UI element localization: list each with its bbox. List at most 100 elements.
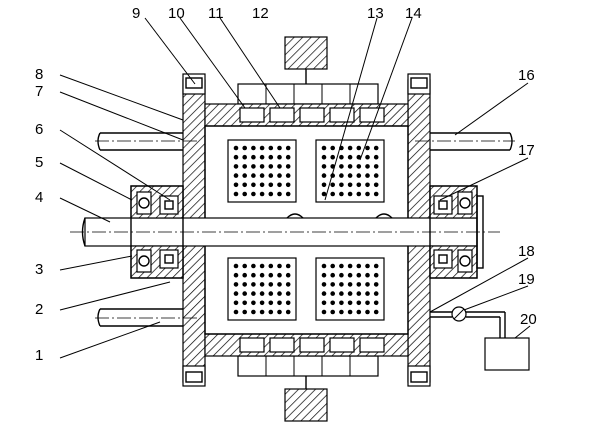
winding-dot	[321, 145, 327, 151]
callout-13: 13	[367, 5, 384, 22]
oil-tank	[484, 337, 530, 371]
winding-dot	[233, 191, 239, 197]
winding-dot	[373, 291, 379, 296]
winding-dot	[356, 182, 362, 188]
winding-dot	[259, 300, 265, 306]
callout-2: 2	[35, 301, 43, 318]
winding-dot	[365, 145, 370, 151]
winding-dot	[268, 173, 274, 178]
winding-dot	[321, 191, 327, 197]
winding-dot	[373, 182, 379, 188]
winding-dot	[233, 309, 239, 315]
winding-dot	[321, 164, 327, 169]
winding-dot	[339, 191, 344, 197]
winding-dot	[365, 191, 370, 197]
winding-dot	[285, 263, 291, 269]
winding-dot	[321, 291, 327, 296]
winding-dot	[251, 145, 256, 151]
return-pipe	[430, 311, 506, 338]
winding-dot	[365, 263, 370, 269]
winding-dot	[251, 182, 256, 188]
winding-dot	[259, 173, 265, 178]
winding-dot	[259, 164, 265, 169]
winding-dot	[365, 173, 370, 178]
callout-16: 16	[518, 67, 535, 84]
winding-dot	[373, 154, 379, 160]
shaft-key-right	[375, 213, 393, 219]
left-rod-lower	[95, 308, 200, 327]
shaft-key-left	[286, 213, 304, 219]
winding-dot	[339, 309, 344, 315]
winding-dot	[347, 145, 353, 151]
winding-dot	[339, 182, 344, 188]
winding-dot	[321, 154, 327, 160]
callout-10: 10	[168, 5, 185, 22]
winding-dot	[356, 300, 362, 306]
winding-dot	[330, 300, 336, 306]
winding-dot	[347, 263, 353, 269]
winding-dot	[268, 282, 274, 287]
coil-lower-right	[315, 257, 385, 321]
callout-4: 4	[35, 189, 43, 206]
winding-dot	[251, 154, 256, 160]
winding-dot	[233, 272, 239, 278]
winding-dot	[356, 154, 362, 160]
winding-dot	[339, 263, 344, 269]
winding-dot	[268, 182, 274, 188]
winding-dot	[347, 291, 353, 296]
winding-dot	[339, 154, 344, 160]
winding-dot	[365, 309, 370, 315]
callout-5: 5	[35, 154, 43, 171]
winding-dot	[339, 272, 344, 278]
winding-dot	[277, 300, 282, 306]
callout-19: 19	[518, 271, 535, 288]
right-rod-upper	[415, 132, 515, 151]
winding-dot	[365, 272, 370, 278]
winding-dot	[356, 272, 362, 278]
winding-dot	[373, 309, 379, 315]
winding-dot	[242, 282, 247, 287]
winding-dot	[251, 272, 256, 278]
callout-18: 18	[518, 243, 535, 260]
winding-dot	[365, 182, 370, 188]
pump-valve	[451, 306, 467, 322]
callout-leaders	[59, 17, 531, 359]
winding-dot	[285, 164, 291, 169]
winding-dot	[277, 182, 282, 188]
winding-dot	[268, 309, 274, 315]
winding-dot	[251, 191, 256, 197]
winding-dot	[330, 263, 336, 269]
winding-dot	[321, 300, 327, 306]
winding-dot	[268, 191, 274, 197]
callout-17: 17	[518, 142, 535, 159]
winding-dot	[242, 191, 247, 197]
winding-dot	[373, 145, 379, 151]
winding-dot	[321, 282, 327, 287]
coil-lower-left	[227, 257, 297, 321]
winding-dot	[259, 282, 265, 287]
winding-dot	[259, 191, 265, 197]
bottom-housing-wall	[204, 333, 409, 357]
winding-dot	[365, 164, 370, 169]
winding-dot	[330, 282, 336, 287]
winding-dot	[277, 309, 282, 315]
callout-8: 8	[35, 66, 43, 83]
main-shaft	[70, 217, 500, 247]
winding-dot	[251, 309, 256, 315]
winding-dot	[347, 272, 353, 278]
right-bearing-assembly	[429, 185, 484, 279]
winding-dot	[347, 300, 353, 306]
top-housing-wall	[204, 103, 409, 127]
winding-dot	[277, 263, 282, 269]
winding-dot	[277, 164, 282, 169]
winding-dot	[321, 263, 327, 269]
winding-dot	[356, 291, 362, 296]
callout-20: 20	[520, 311, 537, 328]
left-rod-upper	[95, 132, 200, 151]
callout-1: 1	[35, 347, 43, 364]
winding-dot	[321, 182, 327, 188]
winding-dot	[347, 282, 353, 287]
winding-dot	[285, 182, 291, 188]
winding-dot	[242, 164, 247, 169]
left-bearing-assembly	[130, 185, 184, 279]
